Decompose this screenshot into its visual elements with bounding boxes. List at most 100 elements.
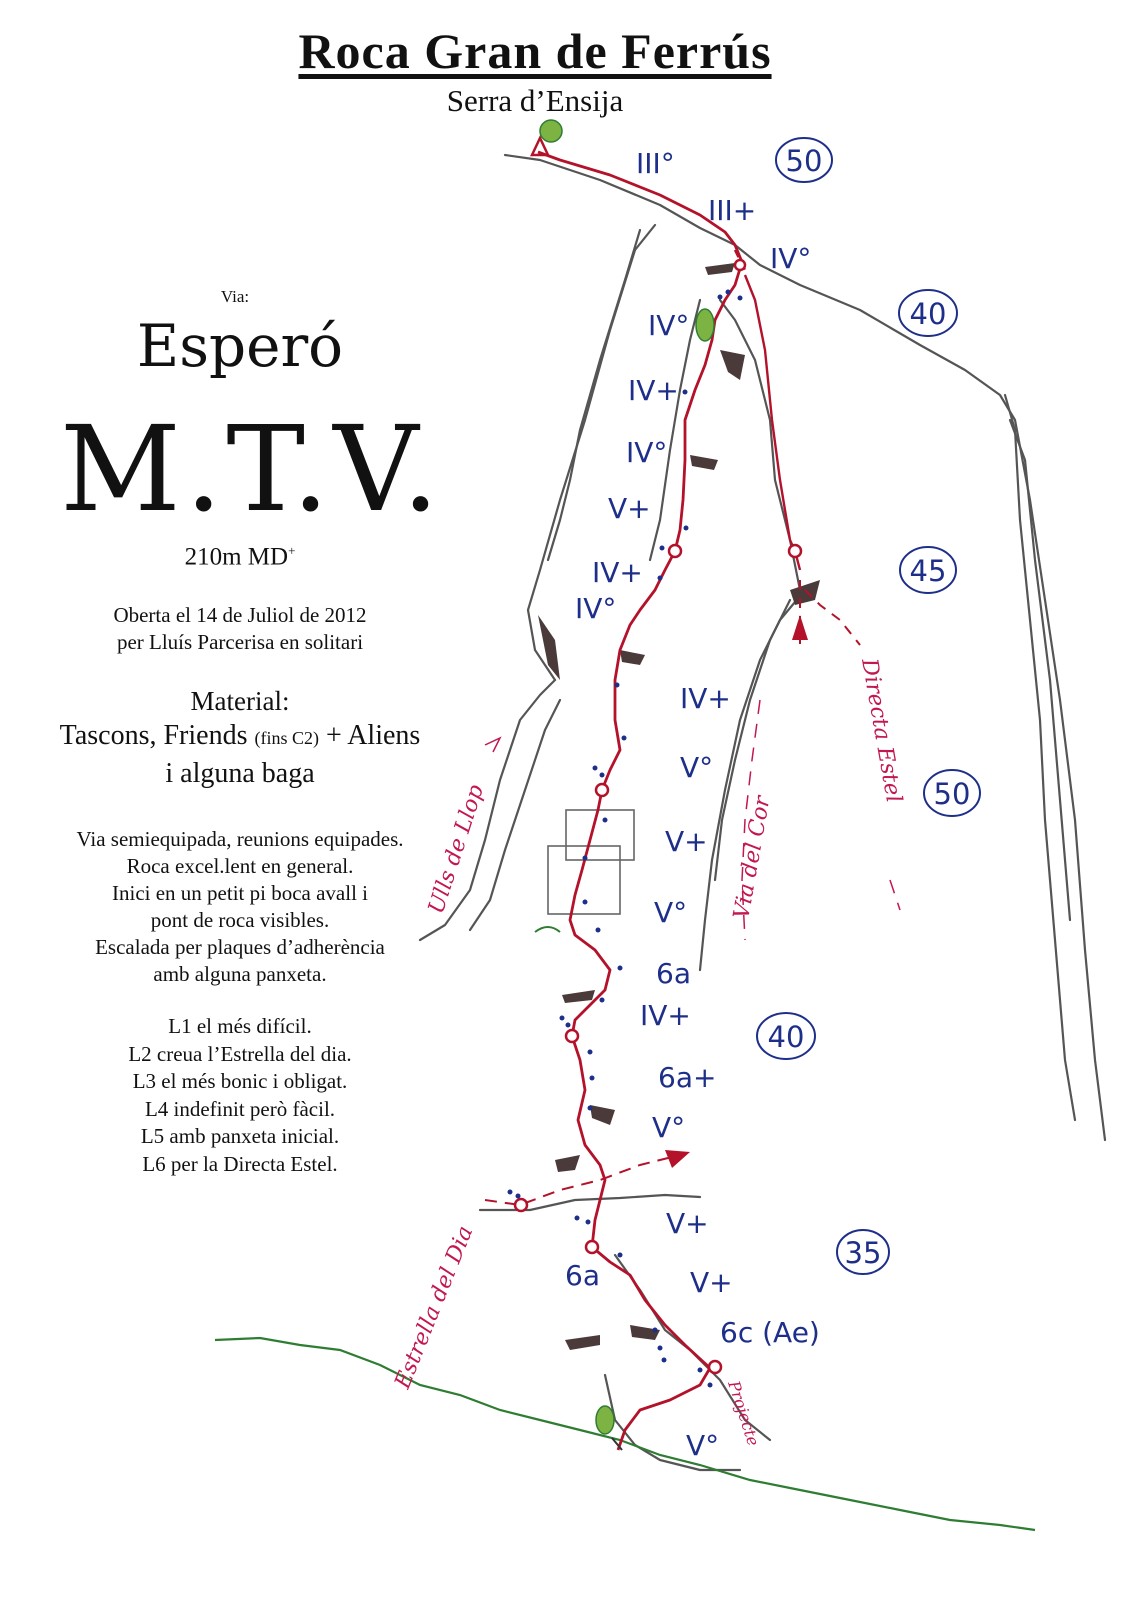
material-note: (fins C2) [254, 728, 319, 748]
description-line: Roca excel.lent en general. [126, 854, 354, 878]
directa-right-line [804, 589, 861, 646]
spur-edge [648, 298, 702, 562]
belay-station [594, 782, 610, 798]
grade-label: V+ [690, 1266, 733, 1299]
grade-label: V+ [665, 825, 708, 858]
bolt [582, 899, 588, 905]
central-crack-2 [713, 598, 792, 882]
grade-label: III+ [708, 194, 756, 227]
route-name: Esperó [136, 312, 344, 380]
ledge-blocks [547, 809, 635, 915]
pillar-inner-edge [546, 228, 642, 562]
grade-label: V° [652, 1111, 685, 1144]
bolt [661, 1357, 667, 1363]
grade-label: V° [654, 896, 687, 929]
ground-line [214, 1336, 1036, 1532]
grade-label: V+ [666, 1207, 709, 1240]
grade-label: 6c (Ae) [720, 1316, 820, 1349]
material-text: i alguna baga [165, 758, 315, 789]
grade-label: IV+ [680, 682, 731, 715]
grade-label: V° [686, 1429, 719, 1462]
overhang-mark [538, 615, 560, 680]
grade-label: IV+ [592, 556, 643, 589]
bolt [717, 294, 723, 300]
tree-trunk [611, 1437, 623, 1451]
bolt [621, 735, 627, 741]
left-buttress-inner [468, 698, 562, 932]
route-grade: 210m MD+ [140, 543, 340, 571]
bolt [614, 682, 620, 688]
overhang-mark [790, 580, 820, 605]
pitch-circle [756, 1012, 816, 1060]
opening-info: Oberta el 14 de Juliol de 2012 per Lluís… [40, 602, 440, 656]
pitch-note: L4 indefinit però fàcil. [144, 1096, 336, 1121]
material-heading: Material: [190, 686, 290, 716]
overhang-mark [555, 1155, 580, 1172]
bolt [657, 1345, 663, 1351]
tree-canopy [695, 308, 715, 342]
grade-label: 6a [565, 1259, 600, 1292]
description-line: Escalada per plaques d’adherència [95, 935, 385, 959]
bolt [683, 525, 689, 531]
bolt [574, 1215, 580, 1221]
tree-canopy [539, 119, 563, 143]
pitch-length-circles [756, 137, 981, 1275]
bolt [617, 1252, 623, 1258]
material-text: + Aliens [318, 720, 421, 751]
bolt [617, 965, 623, 971]
belay-station [513, 1197, 529, 1213]
route-label-estrella: Estrella del Dia [390, 1223, 478, 1394]
grade-labels: III° III+ IV° IV° IV+ IV° V+ IV+ IV° IV+… [565, 147, 820, 1462]
base-tree-icon [595, 1405, 623, 1451]
route-label-directa: Directa Estel [856, 656, 906, 805]
ledge-block [547, 845, 621, 915]
belay-station [584, 1239, 600, 1255]
description-line: pont de roca visibles. [150, 908, 330, 932]
bolt [595, 927, 601, 933]
bolts [507, 289, 743, 1388]
grade-label: IV° [575, 592, 616, 625]
overhang-mark [720, 350, 745, 380]
grade-label: IV+ [628, 374, 679, 407]
traverse-arrow [665, 1150, 690, 1168]
bolt [592, 765, 598, 771]
grade-label: IV° [770, 242, 811, 275]
belay-station [787, 543, 803, 559]
pitch-note: L1 el més difícil. [168, 1014, 312, 1038]
pitch-circle [898, 289, 958, 337]
grade-label: 6a [656, 957, 691, 990]
grade-plus: + [288, 543, 296, 558]
grade-label: 6a+ [658, 1061, 716, 1094]
base-slab [603, 1373, 742, 1472]
flake-right-edge [718, 298, 802, 592]
grade-label: IV+ [640, 999, 691, 1032]
description-line: Inici en un petit pi boca avall i [112, 881, 368, 905]
overhang-mark [590, 1105, 615, 1125]
pitch-length: 35 [845, 1236, 882, 1270]
bolt [652, 1327, 658, 1333]
directa-estel-dash [889, 879, 901, 911]
bolt [585, 1219, 591, 1225]
belay-station [667, 543, 683, 559]
grade-label: IV° [648, 309, 689, 342]
pitch-notes: L1 el més difícil. L2 creua l’Estrella d… [30, 1013, 450, 1178]
pitch-length: 40 [910, 297, 947, 331]
overhang-mark [705, 263, 735, 275]
description-line: Via semiequipada, reunions equipades. [76, 827, 404, 851]
route-label-projecte: Projecte [724, 1377, 763, 1448]
bolt [582, 855, 588, 861]
pitch-circle [899, 546, 957, 594]
bolt [737, 295, 743, 301]
page-title: Roca Gran de Ferrús [298, 23, 772, 79]
left-buttress [418, 678, 557, 942]
route-label-cor: Via del Cor [729, 793, 775, 921]
summit-marker [530, 135, 550, 157]
belay-station [707, 1359, 723, 1375]
overhang-mark [690, 455, 718, 470]
pitch-circle [923, 769, 981, 817]
route-label-ulls: Ulls de Llop [424, 782, 489, 917]
bolt [599, 997, 605, 1003]
tree-canopy [595, 1405, 615, 1435]
belay-station [733, 258, 747, 272]
